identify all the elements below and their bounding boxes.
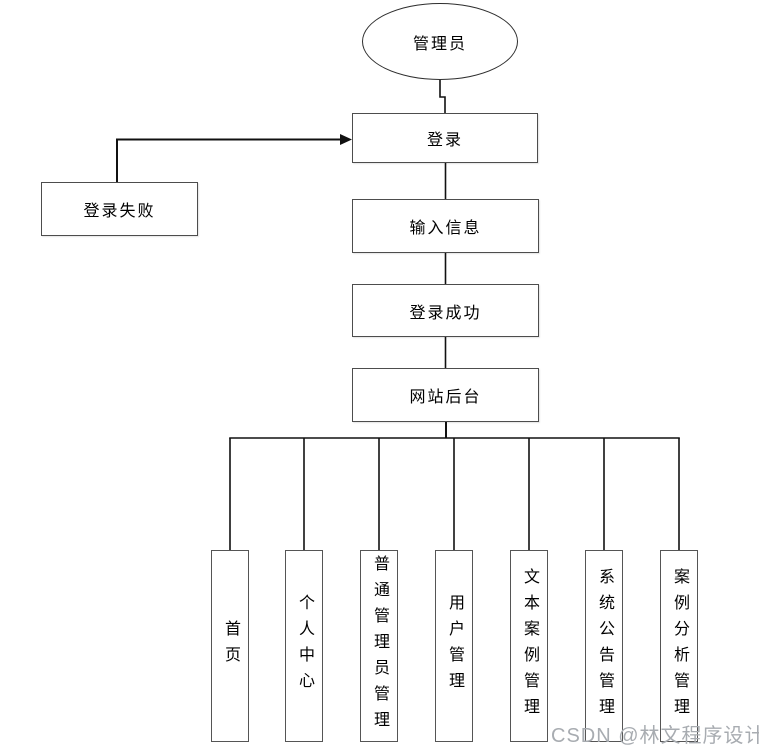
node-input-info: 输入信息	[352, 199, 539, 253]
node-login-failed: 登录失败	[41, 182, 198, 236]
node-login-failed-label: 登录失败	[83, 203, 156, 220]
node-module-system-announcement-management-label: 系统公告管理	[596, 568, 613, 724]
node-input-info-label: 输入信息	[409, 220, 482, 237]
node-login-success-label: 登录成功	[409, 304, 482, 322]
edge-actor-to-login	[439, 80, 446, 114]
node-module-user-management: 用户管理	[435, 550, 473, 742]
node-module-text-case-management-label: 文本案例管理	[521, 568, 538, 724]
node-login: 登录	[352, 113, 538, 163]
arrowhead-icon	[340, 134, 352, 145]
node-module-text-case-management: 文本案例管理	[510, 550, 548, 742]
node-login-label: 登录	[426, 132, 463, 149]
node-module-personal-center: 个人中心	[285, 550, 323, 742]
node-module-home-label: 首页	[222, 620, 239, 672]
node-module-ordinary-admin-management: 普通管理员管理	[360, 550, 398, 742]
csdn-watermark: CSDN @林文程序设计	[551, 725, 759, 747]
node-module-case-analysis-management: 案例分析管理	[660, 550, 698, 742]
node-admin-actor: 管理员	[362, 3, 518, 80]
node-module-case-analysis-management-label: 案例分析管理	[671, 568, 688, 724]
node-site-backend-label: 网站后台	[409, 389, 482, 406]
node-module-home: 首页	[211, 550, 249, 742]
node-module-user-management-label: 用户管理	[446, 594, 463, 698]
node-site-backend: 网站后台	[352, 368, 539, 422]
node-module-personal-center-label: 个人中心	[296, 594, 313, 698]
edge-fail-to-login	[116, 138, 341, 182]
node-module-system-announcement-management: 系统公告管理	[585, 550, 623, 742]
node-login-success: 登录成功	[352, 284, 539, 337]
node-admin-actor-label: 管理员	[412, 35, 467, 53]
node-module-ordinary-admin-management-label: 普通管理员管理	[371, 555, 388, 737]
